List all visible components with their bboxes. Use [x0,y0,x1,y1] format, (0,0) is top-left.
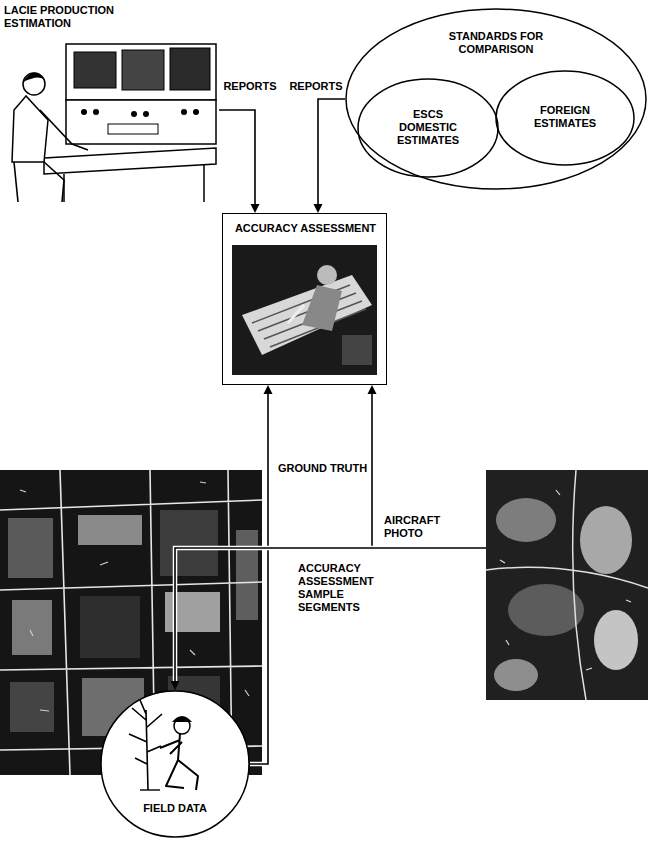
edge-label-slot: GROUND TRUTH [276,462,369,475]
text-slot: ACCURACY ASSESSMENT [228,222,383,235]
ellipse-outline [100,690,250,838]
aircraft-photo-image [486,470,648,700]
field-data-circle: FIELD DATA [100,690,250,838]
edge-label-slot: AIRCRAFT PHOTO [382,514,454,540]
node-label: LACIE PRODUCTION ESTIMATION [4,4,129,30]
node-label: STANDARDS FOR COMPARISON [436,30,556,56]
connector [318,99,345,204]
standards-ellipse: STANDARDS FOR COMPARISON ESCS DOMESTIC ES… [345,8,647,190]
connector [372,394,486,548]
connector-label: REPORTS [287,80,344,93]
connector-label: GROUND TRUTH [276,462,369,475]
connector-halo [318,99,345,204]
arrowhead [171,681,180,690]
text-slot: ACCURACY ASSESSMENT SAMPLE SEGMENTS [298,562,408,614]
console-panel: LACIE PRODUCTION ESTIMATION [4,4,219,204]
connector-halo [219,110,255,204]
arrowhead [251,204,260,213]
arrowhead [368,385,377,394]
node-label: ACCURACY ASSESSMENT [228,222,383,235]
connector-halo [175,548,486,681]
arrowhead [264,385,273,394]
text-slot: ESCS DOMESTIC ESTIMATES [388,108,468,147]
ellipse-shape [496,71,634,165]
edge-label-slot: REPORTS [287,80,344,93]
connector-halo [372,394,486,548]
accuracy-assessment-box: ACCURACY ASSESSMENT [222,213,387,385]
domestic-estimates-ellipse: ESCS DOMESTIC ESTIMATES [357,78,499,178]
node-label: FIELD DATA [125,802,225,815]
analyst-photo [232,245,377,375]
node-label: ESCS DOMESTIC ESTIMATES [388,108,468,147]
text-slot: FIELD DATA [125,802,225,815]
connector-label: REPORTS [221,80,278,93]
node-label: FOREIGN ESTIMATES [525,104,605,130]
foreign-estimates-ellipse: FOREIGN ESTIMATES [495,70,635,166]
connector-label: AIRCRAFT PHOTO [382,514,454,540]
connector-halo [250,394,268,764]
node-label: ACCURACY ASSESSMENT SAMPLE SEGMENTS [298,562,408,614]
text-slot: LACIE PRODUCTION ESTIMATION [4,4,129,30]
ellipse-shape [346,9,646,189]
connector [175,548,486,681]
aircraft-photo-node: ACCURACY ASSESSMENT SAMPLE SEGMENTS [486,470,648,700]
arrowhead [314,204,323,213]
text-slot: STANDARDS FOR COMPARISON [436,30,556,56]
connector [219,110,255,204]
ellipse-shape [358,79,498,177]
ellipse-shape [101,691,249,837]
console-operator-figure [4,40,219,204]
text-slot: FOREIGN ESTIMATES [525,104,605,130]
connector [250,394,268,764]
edge-label-slot: REPORTS [221,80,278,93]
